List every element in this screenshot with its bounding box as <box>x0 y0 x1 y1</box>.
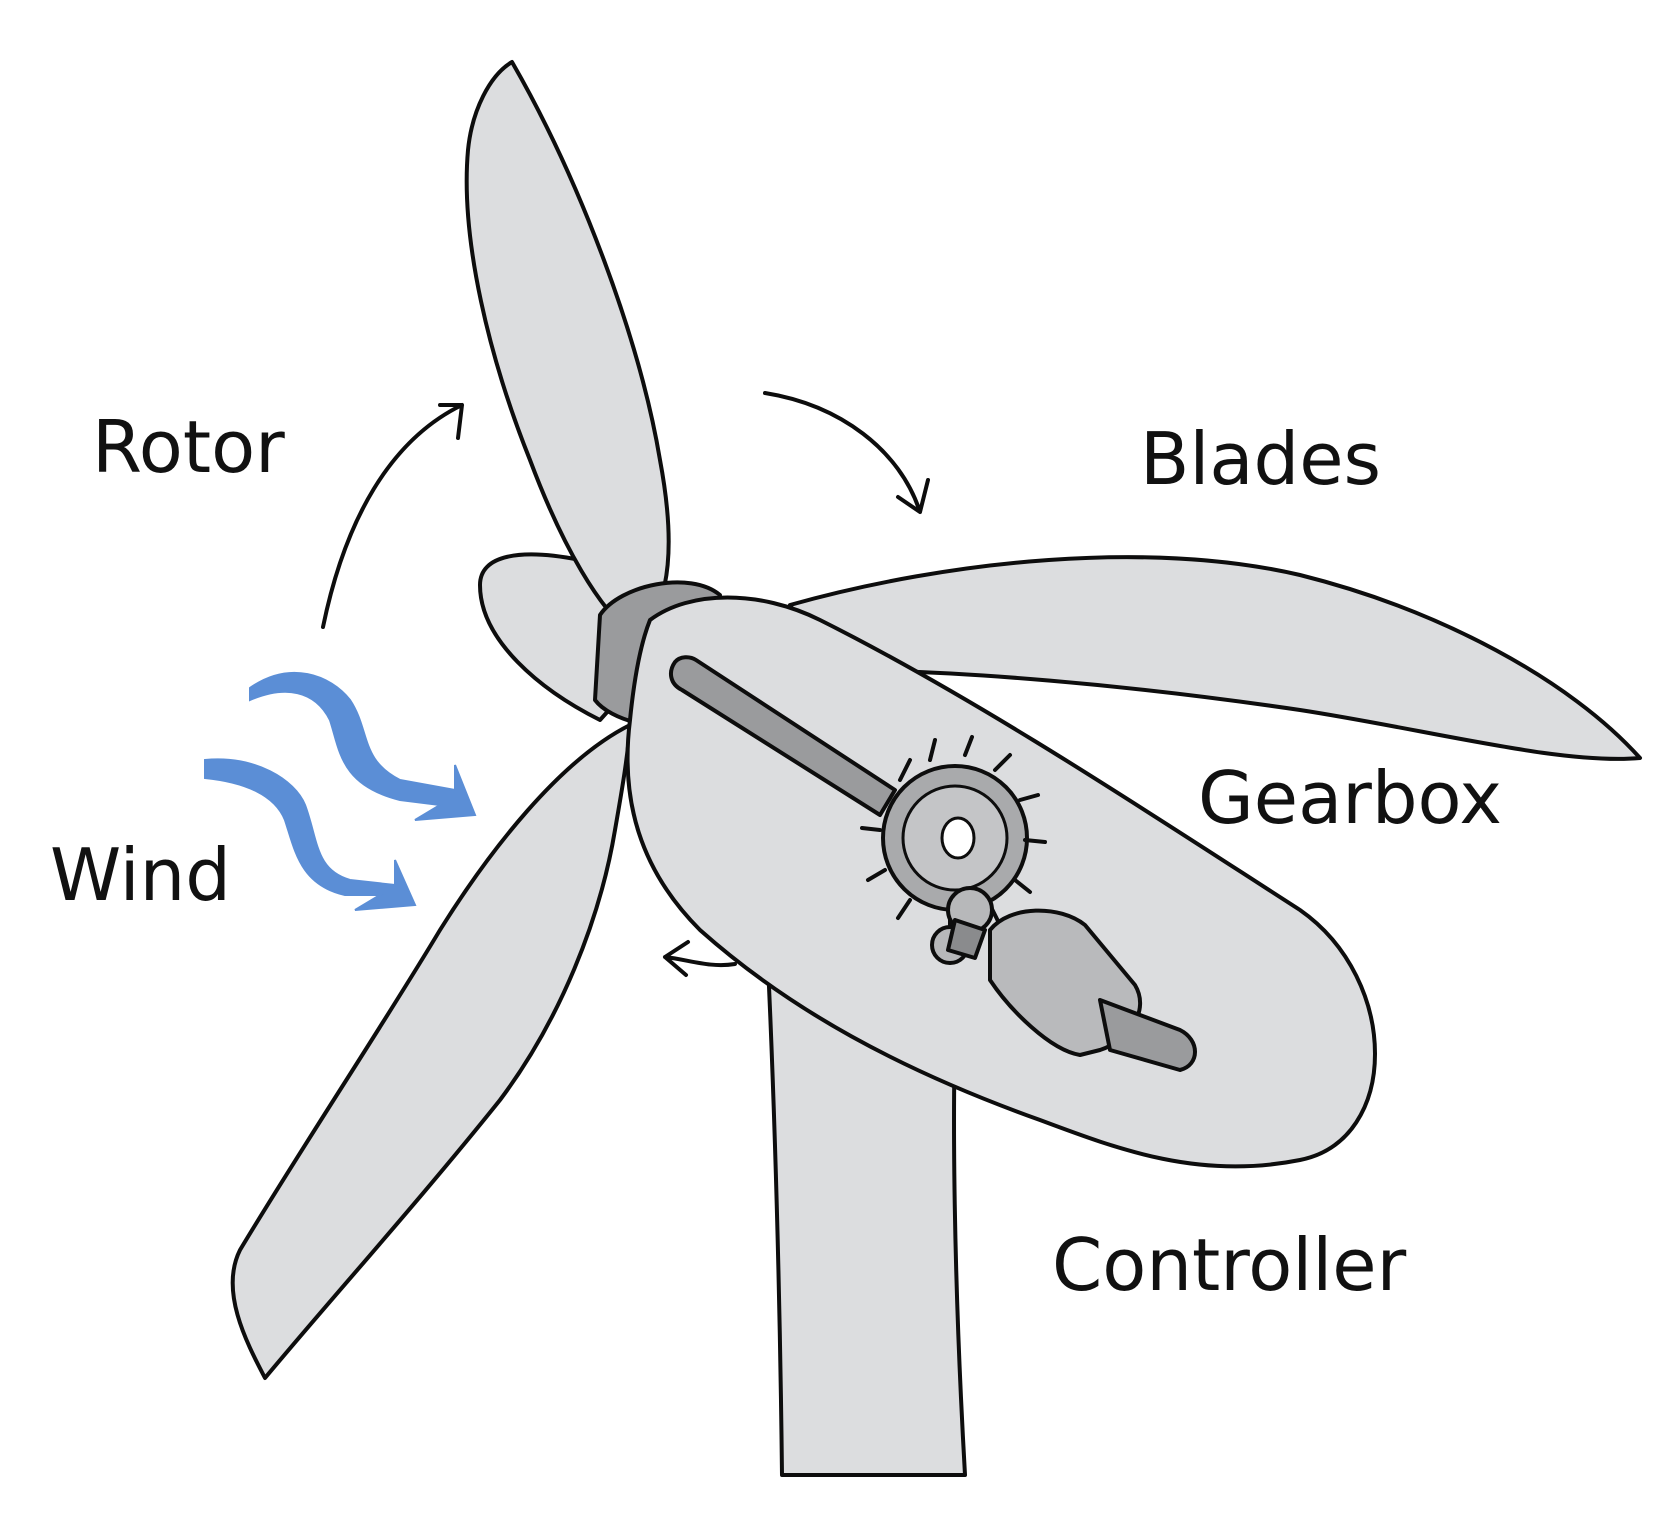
blade-upper <box>464 60 671 642</box>
label-blades: Blades <box>1140 417 1381 501</box>
rotation-arrow-left <box>321 403 464 629</box>
rotation-arrow-right <box>763 391 930 514</box>
wind-arrow-upper <box>249 672 477 821</box>
label-controller: Controller <box>1052 1223 1407 1307</box>
blade-lower-left <box>230 723 632 1380</box>
gearbox-large-gear <box>860 735 1047 934</box>
generator <box>946 908 1197 1072</box>
wind-arrow-lower <box>204 758 417 911</box>
label-gearbox: Gearbox <box>1198 756 1502 840</box>
rotation-arrows <box>321 391 930 977</box>
wind-arrows <box>204 672 477 911</box>
label-wind: Wind <box>50 833 231 917</box>
rotation-arrow-bottom <box>663 940 737 977</box>
blade-right <box>788 555 1642 761</box>
label-rotor: Rotor <box>92 405 285 489</box>
main-shaft <box>668 655 897 817</box>
